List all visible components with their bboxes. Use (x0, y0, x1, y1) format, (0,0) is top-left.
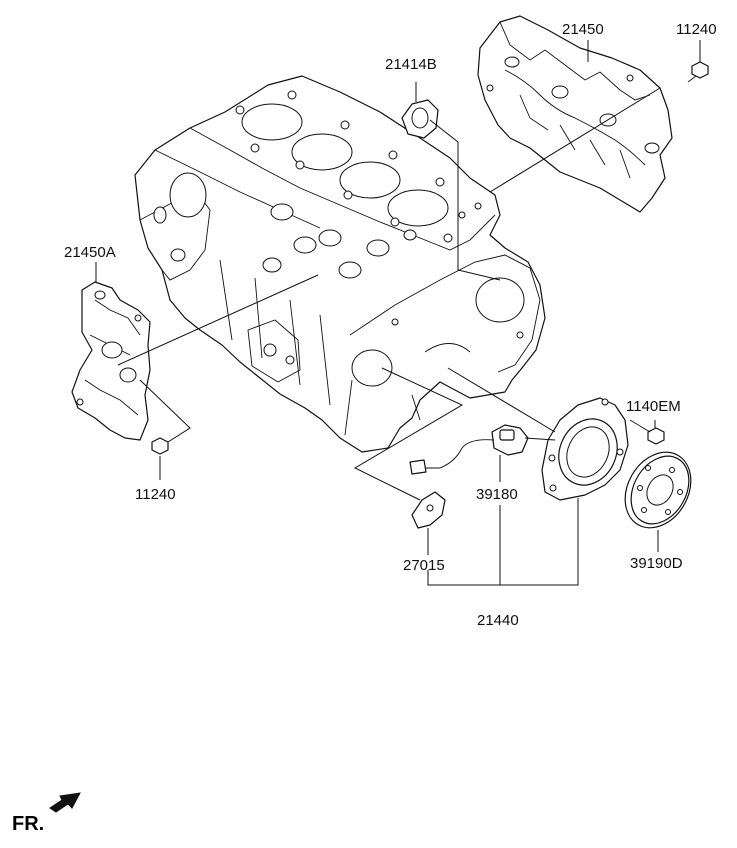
baffle-plate-21450A (71, 281, 151, 441)
bolt-11240-top (687, 61, 709, 83)
label-11240-left: 11240 (135, 486, 176, 503)
seal-case-21440 (541, 397, 629, 501)
sensor-39180 (409, 424, 529, 475)
crankshaft-bore (475, 277, 525, 323)
cylinder-bore-1 (241, 103, 303, 141)
baffle-plate-21450 (477, 15, 673, 213)
cylinder-bore-3 (339, 161, 401, 199)
label-21440: 21440 (477, 612, 519, 629)
front-direction-arrow-icon (49, 792, 81, 813)
cylinder-bore-4 (387, 189, 449, 227)
target-wheel-39190D (624, 451, 692, 529)
label-39190D: 39190D (630, 555, 683, 572)
label-27015: 27015 (403, 557, 445, 574)
label-39180: 39180 (476, 486, 518, 503)
label-11240-top: 11240 (676, 21, 717, 38)
front-direction-label: FR. (12, 813, 45, 835)
label-21450A: 21450A (64, 244, 116, 261)
label-21414B: 21414B (385, 56, 437, 73)
leader-lines (95, 40, 701, 586)
bracket-27015 (411, 491, 446, 529)
plug-21414B (401, 99, 439, 139)
label-1140EM: 1140EM (626, 398, 681, 415)
engine-block (134, 75, 546, 453)
bolt-1140EM (629, 419, 665, 445)
cylinder-bore-2 (291, 133, 353, 171)
label-21450: 21450 (562, 21, 604, 38)
bolt-11240-left (151, 437, 169, 455)
